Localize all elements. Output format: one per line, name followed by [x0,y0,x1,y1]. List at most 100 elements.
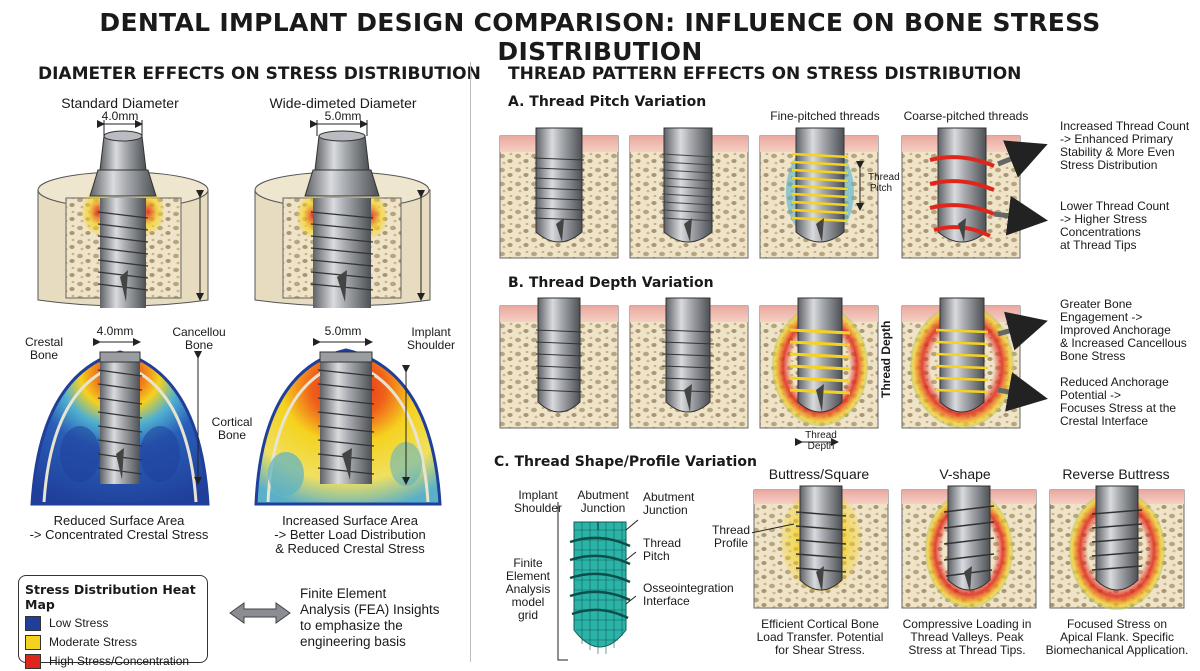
wide-caption-line3: & Reduced Crestal Stress [275,541,425,556]
pitch-note-1-line1: Increased Thread Count [1060,119,1190,133]
implant-shoulder-line2: Shoulder [406,338,456,352]
depth-panel-1 [499,297,619,429]
cortical-bone-line2: Bone [217,428,247,442]
wide-caption: Increased Surface Area -> Better Load Di… [250,514,450,556]
shape-abutment-junction-b: Abutment Junction [643,491,713,517]
shape-caption-vshape-line2: Thread Valleys. Peak [910,630,1024,644]
wide-heatmap [254,338,442,506]
thread-depth-bottom-tag: Thread Depth [796,430,846,452]
standard-caption: Reduced Surface Area -> Concentrated Cre… [24,514,214,542]
depth-note-1-line2: Engagement -> [1060,310,1143,324]
shape-osseo-line1: Osseointegration [643,581,734,595]
legend-swatch-low [25,616,41,631]
shape-osseo-interface: Osseointegration Interface [643,582,743,608]
thread-depth-vertical-tag: Thread Depth [879,320,893,398]
shape-caption-reverse-line1: Focused Stress on [1066,617,1168,631]
shape-fea-grid-label: Finite Element Analysis model grid [500,557,556,622]
legend-item-high: High Stress/Concentration [25,652,207,671]
shape-type-vshape: V-shape [939,466,991,482]
standard-dim-top: 4.0mm [101,109,139,123]
implant-shoulder-line1: Implant [411,325,451,339]
shape-panel-buttress [753,485,889,609]
thread-depth-bottom-line2: Depth [807,441,835,452]
pitch-variation-label: A. Thread Pitch Variation [508,94,707,110]
standard-caption-line1: Reduced Surface Area [53,513,185,528]
fea-line3: to emphasize the [300,618,403,633]
shape-thread-profile-line2: Profile [713,536,748,550]
implant-shoulder-label: Implant Shoulder [398,326,464,352]
crestal-bone-label: Crestal Bone [14,336,74,362]
shape-variation-label: C. Thread Shape/Profile Variation [494,454,757,470]
shape-thread-pitch: Thread Pitch [643,537,703,563]
pitch-panel-coarse [901,127,1021,259]
depth-note-1-line5: Bone Stress [1060,349,1126,363]
thread-pitch-tag-line2: Pitch [869,183,893,194]
pitch-panel-2 [629,127,749,259]
cancellous-bone-label: Cancellou Bone [164,326,234,352]
depth-variation-panels [499,297,1048,446]
shape-implant-shoulder: Implant Shoulder [508,489,568,515]
shape-thread-pitch-line2: Pitch [643,549,670,563]
section-divider [470,62,471,662]
shape-caption-vshape-line1: Compressive Loading in [902,617,1032,631]
depth-note-2-line3: Focuses Stress at the [1060,401,1177,415]
shape-abutment-b-line1: Abutment [643,490,695,504]
shape-caption-buttress: Efficient Cortical Bone Load Transfer. P… [750,618,890,657]
depth-note-2-line1: Reduced Anchorage [1060,375,1169,389]
cancellous-bone-label-line1: Cancellou [172,325,226,339]
standard-diameter-bone-block [37,120,209,308]
legend-item-moderate: Moderate Stress [25,633,207,652]
shape-caption-buttress-line3: for Shear Stress. [774,643,866,657]
standard-diameter-label: Standard Diameter [61,95,179,111]
standard-caption-line2: -> Concentrated Crestal Stress [29,527,209,542]
depth-note-2-line2: Potential -> [1060,388,1122,402]
coarse-pitch-label: Coarse-pitched threads [903,109,1029,123]
legend-title: Stress Distribution Heat Map [25,582,196,612]
fea-insight-text: Finite Element Analysis (FEA) Insights t… [300,586,465,650]
depth-panel-deep [759,297,879,446]
shape-fea-grid-line2: Element [505,569,551,583]
diameter-section-heading: DIAMETER EFFECTS ON STRESS DISTRIBUTION [38,64,481,84]
shape-caption-reverse-line2: Apical Flank. Specific [1059,630,1175,644]
wide-dim-bottom: 5.0mm [324,324,362,338]
pitch-note-1-line4: Stress Distribution [1060,158,1158,172]
depth-variation-label: B. Thread Depth Variation [508,275,714,291]
pitch-note-2-line1: Lower Thread Count [1060,199,1170,213]
wide-caption-line2: -> Better Load Distribution [274,527,426,542]
crestal-bone-label-line1: Crestal [24,335,63,349]
thread-pitch-tag: Thread Pitch [868,172,900,194]
shape-thread-profile-line1: Thread [711,523,751,537]
pitch-note-1: Increased Thread Count -> Enhanced Prima… [1060,120,1198,172]
shape-panel-reverse-buttress [1049,485,1185,610]
pitch-note-2-line3: Concentrations [1060,225,1141,239]
shape-caption-vshape: Compressive Loading in Thread Valleys. P… [896,618,1038,657]
shape-thread-pitch-line1: Thread [643,536,682,550]
depth-note-1: Greater Bone Engagement -> Improved Anch… [1060,298,1198,363]
pitch-note-2-line2: -> Higher Stress [1060,212,1148,226]
fea-line4: engineering basis [300,634,406,649]
thread-pitch-tag-line1: Thread [868,172,900,183]
depth-note-2: Reduced Anchorage Potential -> Focuses S… [1060,376,1198,428]
pitch-note-2-line4: at Thread Tips [1060,238,1137,252]
depth-note-2-line4: Crestal Interface [1060,414,1149,428]
fea-grid-implant [569,521,631,654]
double-arrow-icon [229,602,291,624]
depth-note-1-line4: & Increased Cancellous [1060,336,1187,350]
shape-variation-panels [752,485,1185,610]
thread-depth-bottom-line1: Thread [805,430,837,441]
legend-label-high: High Stress/Concentration [49,654,190,668]
fea-callout-lines [557,502,639,661]
shape-abutment-junction-a: Abutment Junction [572,489,634,515]
shape-type-buttress: Buttress/Square [768,466,870,482]
shape-abutment-a-line2: Junction [580,501,626,515]
depth-panel-2 [629,297,749,429]
pitch-note-1-line2: -> Enhanced Primary [1060,132,1174,146]
crestal-bone-label-line2: Bone [29,348,59,362]
depth-panel-shallow [901,297,1021,429]
standard-dim-bottom: 4.0mm [96,324,134,338]
depth-note-1-line3: Improved Anchorage [1060,323,1171,337]
fea-line2: Analysis (FEA) Insights [300,602,440,617]
legend-label-low: Low Stress [49,616,109,630]
wide-diameter-label: Wide-dimeted Diameter [269,95,417,111]
cortical-bone-line1: Cortical [211,415,253,429]
